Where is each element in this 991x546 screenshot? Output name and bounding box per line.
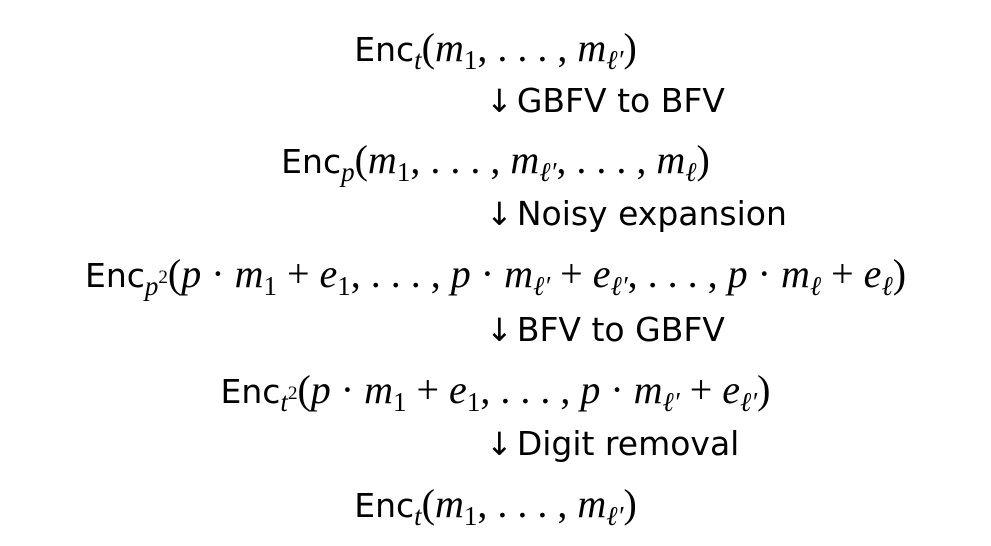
down-arrow-icon: ↓ [486, 82, 513, 120]
down-arrow-icon: ↓ [486, 425, 513, 463]
step-label: Digit removal [516, 424, 740, 463]
math-token: 1 [463, 501, 478, 531]
enc-t-final: Enct(m1, . . . , mℓ′) [0, 484, 991, 530]
math-token: Enc [354, 486, 415, 525]
math-token: Enc [220, 372, 281, 411]
math-token: m [504, 251, 533, 296]
step-bfv-to-gbfv: ↓BFV to GBFV [486, 313, 725, 346]
math-token: p [341, 157, 355, 187]
math-token: Enc [84, 256, 145, 295]
math-token: e [449, 367, 467, 412]
enc-p-squared: Encp2(p · m1 + e1, . . . , p · mℓ′ + eℓ′… [0, 254, 991, 300]
math-token: m [510, 137, 540, 182]
math-token: + [406, 367, 450, 412]
math-token: ( [354, 137, 368, 182]
down-arrow-icon: ↓ [486, 311, 513, 349]
math-token: 1 [263, 271, 277, 301]
math-token: ( [421, 481, 435, 526]
math-token: , . . . , [350, 251, 451, 296]
math-token: · [470, 251, 505, 296]
step-label: GBFV to BFV [516, 81, 725, 120]
math-token: e [592, 251, 611, 296]
step-digit-removal: ↓Digit removal [486, 427, 739, 460]
down-arrow-icon: ↓ [486, 195, 513, 233]
math-token: m [577, 481, 607, 526]
math-token: m [435, 25, 464, 70]
math-token: ( [297, 367, 311, 412]
math-token: · [330, 367, 365, 412]
math-token: ) [623, 481, 637, 526]
math-token: m [367, 137, 397, 182]
math-token: p [727, 251, 748, 296]
math-token: + [821, 251, 864, 296]
math-token: ℓ′ [539, 157, 557, 187]
math-token: ) [623, 25, 637, 70]
math-token: m [633, 367, 663, 412]
math-token: m [780, 251, 810, 296]
math-token: ℓ′ [606, 501, 624, 531]
math-token: ℓ [881, 271, 893, 301]
math-token: m [656, 137, 686, 182]
superscript: 2 [287, 383, 298, 404]
step-gbfv-to-bfv: ↓GBFV to BFV [486, 84, 725, 117]
math-token: 1 [392, 387, 407, 417]
step-noisy-expansion: ↓Noisy expansion [486, 197, 787, 230]
math-token: ℓ′ [740, 387, 758, 417]
math-token: t2 [280, 383, 298, 417]
step-label: BFV to GBFV [516, 310, 725, 349]
math-token: · [201, 251, 235, 296]
math-token: t [414, 45, 422, 75]
math-token: ℓ [809, 271, 822, 301]
superscript: 2 [158, 267, 168, 288]
math-token: e [722, 367, 741, 412]
math-token: , . . . , [556, 137, 657, 182]
math-token: p [181, 251, 202, 296]
math-token: 1 [466, 387, 481, 417]
math-token: · [747, 251, 781, 296]
math-token: ℓ [685, 157, 697, 187]
math-token: ℓ′ [610, 271, 628, 301]
math-token: , . . . , [410, 137, 511, 182]
math-token: ℓ′ [533, 271, 551, 301]
math-token: , . . . , [477, 481, 578, 526]
math-token: p [450, 251, 471, 296]
math-token: ℓ′ [662, 387, 680, 417]
math-token: p [310, 367, 331, 412]
math-token: + [679, 367, 723, 412]
math-token: 1 [396, 157, 411, 187]
math-token: ( [167, 251, 182, 296]
math-token: ) [757, 367, 771, 412]
math-token: ( [421, 25, 435, 70]
enc-t-initial: Enct(m1, . . . , mℓ′) [0, 28, 991, 74]
math-token: e [863, 251, 882, 296]
math-token: ℓ′ [606, 45, 624, 75]
math-token: , . . . , [480, 367, 581, 412]
math-token: e [319, 251, 338, 296]
math-token: + [276, 251, 320, 296]
math-token: m [577, 25, 607, 70]
math-token: , . . . , [627, 251, 728, 296]
math-token: p2 [144, 267, 168, 301]
math-token: , . . . , [477, 25, 578, 70]
enc-p: Encp(m1, . . . , mℓ′, . . . , mℓ) [0, 140, 991, 186]
math-token: Enc [281, 142, 342, 181]
math-token: Enc [354, 30, 415, 69]
math-token: + [550, 251, 593, 296]
math-token: 1 [463, 45, 478, 75]
math-token: m [364, 367, 393, 412]
math-token: m [234, 251, 264, 296]
math-token: ) [892, 251, 907, 296]
math-token: t [414, 501, 422, 531]
enc-t-squared: Enct2(p · m1 + e1, . . . , p · mℓ′ + eℓ′… [0, 370, 991, 416]
math-token: m [435, 481, 464, 526]
math-token: 1 [337, 271, 351, 301]
step-label: Noisy expansion [516, 194, 787, 233]
math-token: ) [696, 137, 710, 182]
math-token: · [600, 367, 634, 412]
math-token: p [580, 367, 601, 412]
